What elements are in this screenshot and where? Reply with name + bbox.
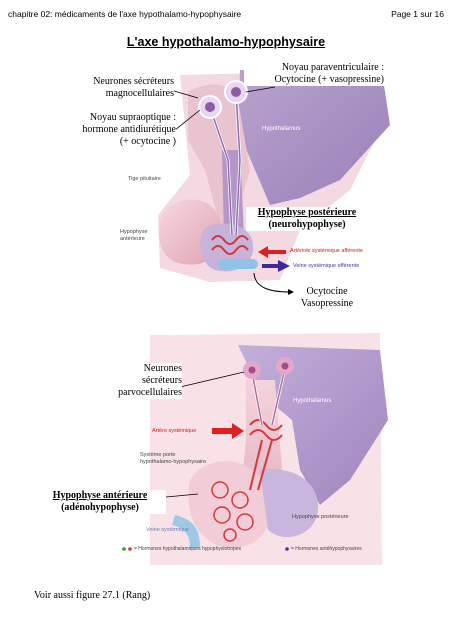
fig2-parvo-line1: Neurones: [143, 363, 182, 374]
fig1-arteriole-label: Artériole systémique afférente: [290, 248, 363, 254]
footer-reference: Voir aussi figure 27.1 (Rang): [34, 590, 151, 601]
fig2-parvo-line3: parvocellulaires: [118, 387, 182, 398]
fig1-posterior-line1: Hypophyse postérieure: [257, 207, 357, 218]
fig1-supraoptic-label: Noyau supraoptique : hormone antidiuréti…: [46, 112, 176, 148]
fig1-supraoptic-line2: hormone antidiurétique: [82, 124, 176, 135]
fig2-portal-line2: hypothalamo-hypophysaire: [140, 459, 207, 465]
fig1-paraventricular-line2: Ocytocine (+ vasopressine): [274, 74, 385, 85]
fig1-ocytocine: Ocytocine: [306, 286, 348, 297]
fig2-portal-line1: Système porte: [140, 452, 176, 458]
fig1-vein-arrow: [262, 260, 290, 272]
fig2-posterior-lobe: [260, 469, 319, 538]
fig2-anterior-line2: (adénohypophyse): [61, 502, 139, 513]
fig1-supraoptic-line1: Noyau supraoptique :: [89, 112, 176, 123]
fig2-portal-system-label: Système porte hypothalamo-hypophysaire: [140, 452, 206, 466]
fig1-paraventricular-label: Noyau paraventriculaire : Ocytocine (+ v…: [244, 62, 384, 86]
page-title: L'axe hypothalamo-hypophysaire: [126, 35, 326, 49]
fig1-vasopressine: Vasopressine: [300, 298, 354, 309]
fig2-hypothalamus: [238, 345, 388, 505]
fig2-parvo-line2: sécréteurs: [142, 375, 182, 386]
fig1-anterior-label-line1: Hypophyse: [120, 229, 148, 235]
fig1-posterior-line2: (neurohypophyse): [268, 219, 346, 230]
fig1-anterior-label-line2: antérieure: [120, 236, 145, 242]
fig2-artery-arrow: [212, 423, 244, 439]
fig1-arteriole-arrow: [258, 246, 286, 258]
fig1-hypothalamus-label: Hypothalamus: [262, 126, 301, 132]
fig1-anterior-label: Hypophyse antérieure: [120, 229, 148, 243]
fig1-hormones-label: Ocytocine Vasopressine: [292, 286, 362, 310]
fig2-parvo-label: Neurones sécréteurs parvocellulaires: [92, 363, 182, 399]
fig2-legend-hypothalamic: = Hormones hypothalamiques hypophysiotro…: [134, 546, 242, 552]
fig1-posterior-pituitary-label: Hypophyse postérieure (neurohypophyse): [246, 207, 368, 231]
header-page-number: Page 1 sur 16: [391, 9, 444, 19]
fig1-magno-line1: Neurones sécréteurs: [93, 76, 174, 87]
fig1-magno-label: Neurones sécréteurs magnocellulaires: [44, 76, 174, 100]
fig2-posterior-label: Hypophyse postérieure: [292, 514, 349, 520]
fig2-vein: [172, 515, 200, 548]
fig2-vein-label: Veine systémique: [146, 527, 190, 533]
fig2-anterior-line1: Hypophyse antérieure: [52, 490, 148, 501]
fig1-paraventricular-line1: Noyau paraventriculaire :: [281, 62, 384, 73]
fig2-hypothalamus-label: Hypothalamus: [293, 398, 332, 404]
fig1-stalk-label: Tige pituitaire: [128, 176, 161, 182]
fig2-anterior-pituitary-label: Hypophyse antérieure (adénohypophyse): [34, 490, 166, 514]
fig1-supraoptic-line3: (+ ocytocine ): [119, 136, 176, 147]
fig1-vein-label: Veine systémique efférente: [293, 263, 360, 269]
fig1-hypothalamus: [238, 70, 390, 205]
header-chapter: chapitre 02: médicaments de l'axe hypoth…: [8, 9, 242, 19]
fig2-artery-label: Artère systémique: [152, 428, 197, 434]
fig1-magno-line2: magnocellulaires: [105, 88, 174, 99]
fig2-anterior-lobe: [188, 461, 271, 549]
fig2-legend-pituitary: = Hormones antéhypophysaires: [291, 546, 362, 552]
